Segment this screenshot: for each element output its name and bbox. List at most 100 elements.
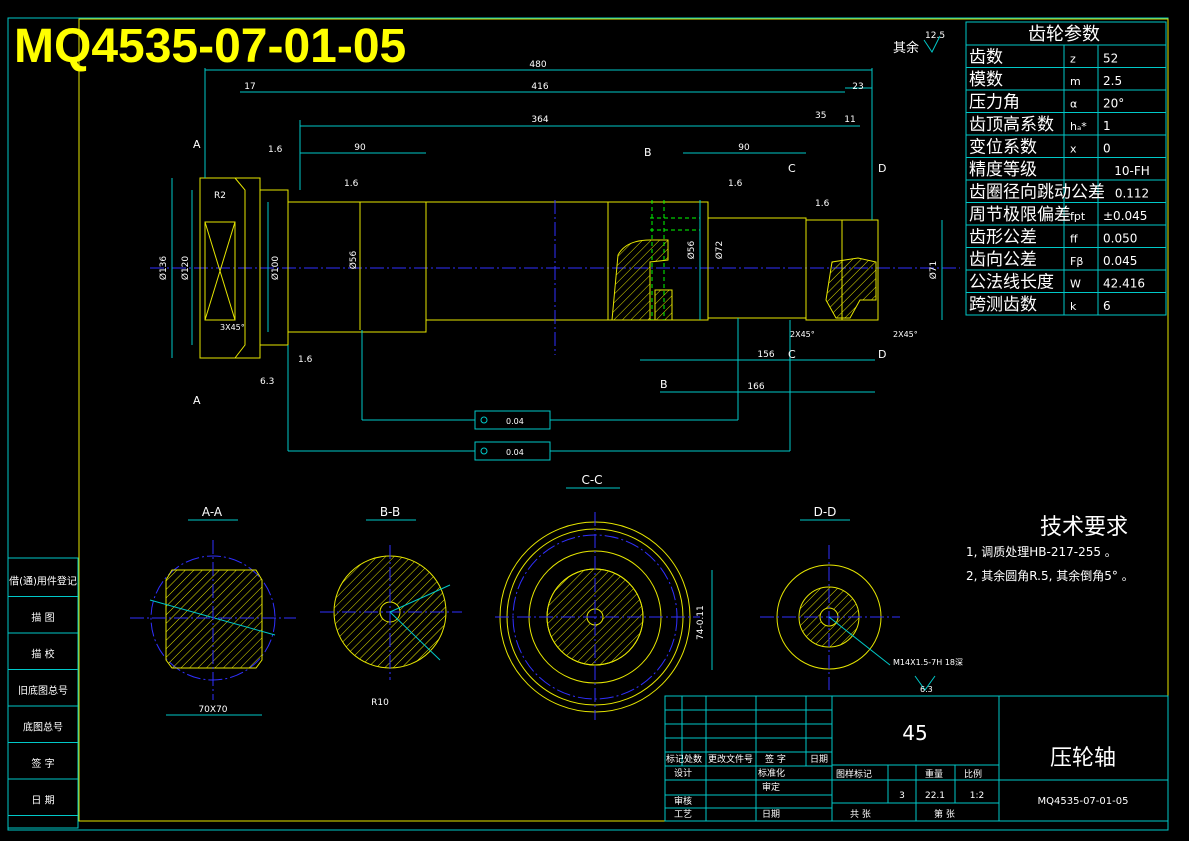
- dim-phi71: Ø71: [928, 261, 939, 280]
- tb-design: 设计: [674, 767, 692, 779]
- tb-h-date: 日期: [810, 754, 828, 765]
- dim-156: 156: [757, 350, 774, 360]
- roughness-1-6-b: 1.6: [344, 179, 359, 189]
- drawing-code-title: MQ4535-07-01-05: [14, 20, 406, 73]
- gear-table-title: 齿轮参数: [1028, 24, 1100, 45]
- section-aa-dim: 70X70: [198, 705, 227, 715]
- gear-param-name: 压力角: [969, 93, 1020, 113]
- gear-param-value: ±0.045: [1103, 209, 1147, 223]
- section-mark-d-bottom: D: [878, 348, 886, 361]
- tb-check: 审核: [674, 795, 692, 807]
- gear-param-symbol: x: [1070, 143, 1077, 156]
- section-dd-thread: M14X1.5-7H 18深: [893, 658, 963, 667]
- tb-h-marks: 标记: [666, 753, 684, 765]
- section-dd: D-D M14X1.5-7H 18深 6.3: [760, 505, 963, 694]
- title-block: 45 压轮轴 MQ4535-07-01-05 标记 处数 更改文件号 签 字 日…: [664, 695, 1169, 822]
- section-mark-c-top: C: [788, 162, 796, 175]
- tb-review: 审定: [762, 781, 780, 793]
- gear-param-name: 变位系数: [969, 138, 1037, 158]
- section-mark-a-top: A: [193, 138, 201, 151]
- section-aa-label: A-A: [202, 505, 223, 519]
- tb-scale: 1:2: [970, 791, 984, 801]
- tb-h-doc: 更改文件号: [708, 753, 753, 765]
- gear-param-value: 0.112: [1115, 187, 1149, 201]
- tb-h-sign: 签 字: [765, 753, 786, 765]
- roughness-1-6-e: 1.6: [298, 355, 313, 365]
- roughness-6-3: 6.3: [260, 377, 274, 387]
- gear-param-name: 齿形公差: [969, 228, 1037, 248]
- tb-sheets-count: 3: [899, 791, 905, 801]
- tb-h-count: 处数: [684, 753, 702, 765]
- left-column-label: 签 字: [31, 757, 54, 770]
- tolerance-1: 0.04: [506, 417, 524, 426]
- section-mark-b-bottom: B: [660, 378, 668, 391]
- dim-90-right: 90: [738, 143, 750, 153]
- gear-param-value: 20°: [1103, 97, 1124, 111]
- gear-param-name: 公法线长度: [969, 273, 1054, 293]
- gear-param-symbol: Fβ: [1070, 255, 1083, 268]
- gear-param-value: 0.050: [1103, 232, 1137, 246]
- section-mark-d-top: D: [878, 162, 886, 175]
- dim-23: 23: [852, 82, 863, 92]
- tb-h-weight: 重量: [925, 768, 943, 780]
- dim-166: 166: [747, 382, 764, 392]
- roughness-1-6-a: 1.6: [268, 145, 283, 155]
- shaft-main-view: [150, 177, 960, 359]
- gear-param-symbol: z: [1070, 53, 1076, 66]
- chamfer-right: 2X45°: [893, 330, 918, 339]
- section-mark-a-bottom: A: [193, 394, 201, 407]
- tech-req-title: 技术要求: [1040, 515, 1128, 540]
- tech-req-line-1: 1, 调质处理HB-217-255 。: [966, 545, 1117, 559]
- section-cc-dim: 74-0.11: [696, 605, 706, 640]
- tb-sheet-number: 第 张: [934, 808, 955, 820]
- gear-param-name: 齿顶高系数: [969, 115, 1054, 135]
- gear-param-name: 模数: [969, 70, 1003, 90]
- tb-standard: 标准化: [758, 767, 785, 779]
- section-bb-dim: R10: [371, 698, 389, 708]
- gear-param-name: 齿圈径向跳动公差: [969, 183, 1105, 203]
- gear-param-value: 6: [1103, 299, 1111, 313]
- gear-param-value: 0.045: [1103, 254, 1137, 268]
- drawing-code-small: MQ4535-07-01-05: [1038, 796, 1129, 807]
- dim-phi100: Ø100: [270, 256, 281, 281]
- left-column-label: 日 期: [31, 795, 54, 807]
- tb-h-stage: 图样标记: [836, 768, 872, 780]
- dim-90-left: 90: [354, 143, 366, 153]
- gear-param-symbol: ff: [1070, 233, 1078, 246]
- left-column-label: 旧底图总号: [18, 684, 68, 697]
- gear-param-value: 52: [1103, 52, 1118, 66]
- dim-35: 35: [815, 111, 826, 121]
- tech-req-line-2: 2, 其余圆角R.5, 其余倒角5° 。: [966, 568, 1134, 583]
- section-cc: C-C 74-0.11: [495, 473, 713, 720]
- gear-param-symbol: fpt: [1070, 210, 1086, 223]
- gear-param-value: 1: [1103, 119, 1111, 133]
- radius-r2: R2: [214, 191, 226, 201]
- left-column-label: 底图总号: [23, 721, 63, 734]
- dim-17: 17: [244, 82, 255, 92]
- section-mark-c-bottom: C: [788, 348, 796, 361]
- gear-param-symbol: k: [1070, 300, 1077, 313]
- dim-phi56-right: Ø56: [686, 240, 697, 259]
- dim-phi120: Ø120: [180, 256, 191, 281]
- section-aa: A-A 70X70: [130, 505, 296, 716]
- left-column-label: 描 图: [31, 611, 54, 624]
- gear-param-symbol: α: [1070, 98, 1077, 111]
- gear-param-name: 周节极限偏差: [969, 205, 1071, 225]
- tb-date: 日期: [762, 809, 780, 820]
- dimensions: 480 416 364 90 90 17 23 35 11 156 166 0.…: [158, 60, 943, 461]
- tb-weight: 22.1: [925, 791, 945, 801]
- gear-param-name: 精度等级: [969, 160, 1037, 180]
- dim-480: 480: [529, 60, 546, 70]
- left-column-label: 借(通)用件登记: [9, 575, 77, 588]
- material-value: 45: [902, 721, 927, 745]
- roughness-1-6-d: 1.6: [815, 199, 830, 209]
- gear-param-name: 齿向公差: [969, 250, 1037, 270]
- gear-param-value: 42.416: [1103, 277, 1145, 291]
- gear-param-value: 2.5: [1103, 74, 1122, 88]
- dim-364: 364: [531, 115, 548, 125]
- dim-416: 416: [531, 82, 548, 92]
- section-bb-label: B-B: [380, 505, 400, 519]
